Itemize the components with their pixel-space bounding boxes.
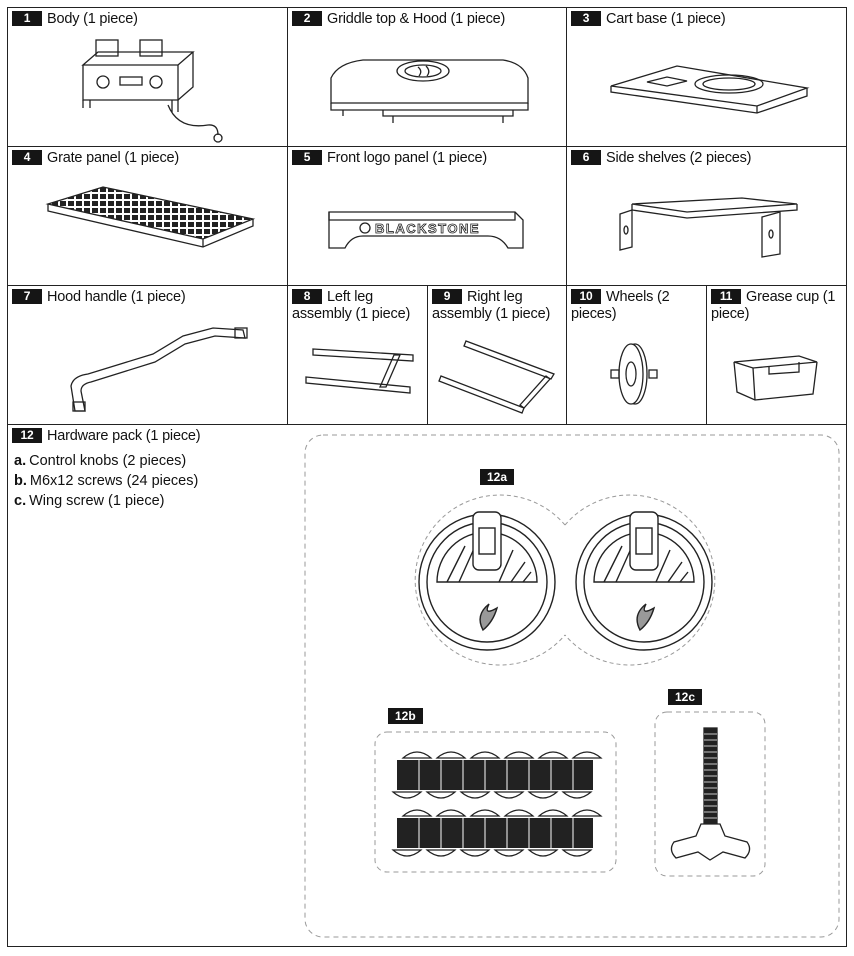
wing-screw-illustration [654,711,766,877]
part-cell-side-shelves: 6 Side shelves (2 pieces) [566,146,847,286]
part-label: Hood handle (1 piece) [47,289,186,305]
part-label: Grate panel (1 piece) [47,150,180,166]
grease-cup-illustration [733,355,818,401]
part-number: 1 [12,11,42,26]
wheel-illustration [610,343,658,405]
control-knobs-illustration [414,494,716,666]
front-logo-panel-illustration [328,211,524,249]
part-cell-griddle-top: 2 Griddle top & Hood (1 piece) [287,7,567,147]
grate-panel-illustration [45,186,256,248]
hardware-dashed-frame [304,434,840,938]
part-number: 7 [12,289,42,304]
part-cell-cart-base: 3 Cart base (1 piece) [566,7,847,147]
part-label: Right leg assembly (1 piece) [432,289,551,322]
parts-list-grid: 1 Body (1 piece) 2 Griddle top & Hood (1 p… [7,7,847,947]
part-label: Griddle top & Hood (1 piece) [327,11,506,27]
hardware-item: b.M6x12 screws (24 pieces) [14,473,199,489]
tag-12c: 12c [668,689,703,705]
part-label: Cart base (1 piece) [606,11,726,27]
tag-12b: 12b [388,708,423,724]
hood-handle-illustration [70,327,248,412]
part-cell-grate-panel: 4 Grate panel (1 piece) [7,146,288,286]
part-number: 9 [432,289,462,304]
part-number: 3 [571,11,601,26]
front-logo-text: BLACKSTONE [375,221,481,237]
left-leg-illustration [305,348,414,394]
part-label: Grease cup (1 piece) [711,289,836,322]
part-number: 11 [711,289,741,304]
m6-screws-illustration [374,731,617,873]
part-number: 10 [571,289,601,304]
part-label: Body (1 piece) [47,11,138,27]
right-leg-illustration [438,340,555,414]
part-cell-body: 1 Body (1 piece) [7,7,288,147]
hardware-item: a.Control knobs (2 pieces) [14,453,187,469]
part-cell-hardware-pack: 12 Hardware pack (1 piece) a.Control knob… [7,424,847,947]
part-cell-hood-handle: 7 Hood handle (1 piece) [7,285,288,425]
part-label: Side shelves (2 pieces) [606,150,752,166]
part-label: Front logo panel (1 piece) [327,150,488,166]
part-number: 5 [292,150,322,165]
cart-base-illustration [610,65,810,114]
part-number: 2 [292,11,322,26]
part-label: Left leg assembly (1 piece) [292,289,411,322]
hardware-item: c.Wing screw (1 piece) [14,493,165,509]
side-shelves-illustration [619,197,798,258]
tag-12a: 12a [480,469,515,485]
part-number: 4 [12,150,42,165]
hardware-label: Hardware pack (1 piece) [47,428,201,444]
part-cell-front-logo-panel: 5 Front logo panel (1 piece) BLACKSTONE [287,146,567,286]
part-number: 8 [292,289,322,304]
hardware-items-list: a.Control knobs (2 pieces) b.M6x12 screw… [14,451,198,511]
griddle-hood-illustration [330,59,529,123]
part-number: 6 [571,150,601,165]
part-number: 12 [12,428,42,443]
part-label: Wheels (2 pieces) [571,289,670,322]
body-illustration [81,39,223,143]
